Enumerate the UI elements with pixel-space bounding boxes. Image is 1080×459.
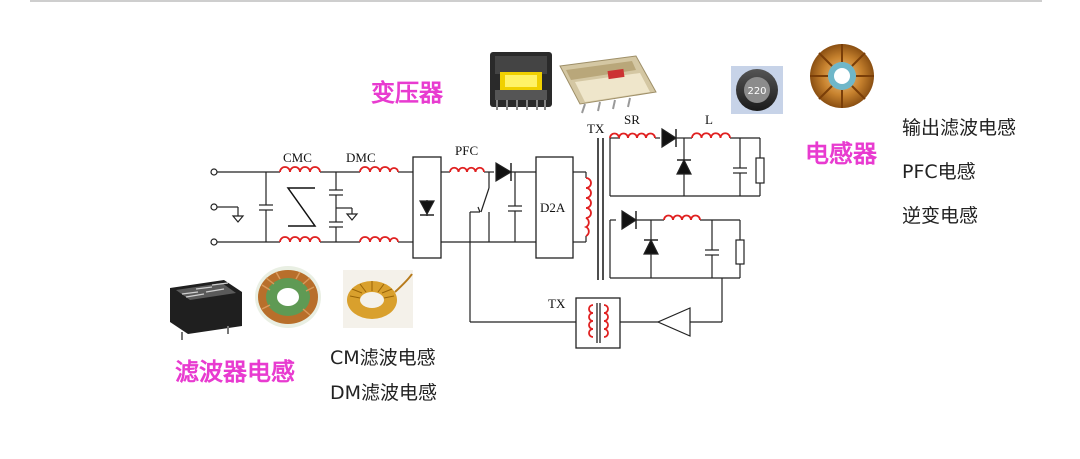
- dmc-top-coil: [359, 166, 399, 173]
- fb-tx-primary-coil: [588, 304, 594, 338]
- toroid-yellow-photo: [343, 270, 413, 328]
- lower-output-coil: [663, 214, 701, 221]
- toroid-green-photo: [255, 266, 321, 328]
- svg-text:220: 220: [747, 86, 766, 97]
- pfc-coil: [449, 166, 485, 173]
- dmc-label: DMC: [346, 150, 376, 165]
- dmc-bottom-coil: [359, 236, 399, 243]
- pfc-label: PFC: [455, 143, 478, 158]
- tx-main-label: TX: [587, 121, 605, 136]
- fb-tx-secondary-coil: [603, 304, 609, 338]
- cm-choke-photo: [170, 280, 242, 340]
- pfc-inductor-label: PFC电感: [902, 161, 976, 183]
- transformer-title: 变压器: [371, 79, 443, 107]
- cmc-label: CMC: [283, 150, 312, 165]
- toroid-photo: [810, 44, 874, 108]
- cmc-bottom-coil: [279, 236, 321, 243]
- cmc-top-coil: [279, 166, 321, 173]
- transformer-photo-2: [559, 55, 657, 114]
- inductor-coils: [279, 132, 731, 338]
- l-label: L: [705, 112, 713, 127]
- sr-label: SR: [624, 112, 640, 127]
- smd-inductor-photo: 220: [731, 66, 783, 114]
- output-filter-label: 输出滤波电感: [902, 117, 1017, 139]
- tx-primary-coil: [583, 177, 592, 237]
- transformer-photo: [490, 52, 552, 110]
- wiring: [210, 127, 765, 349]
- d2a-label: D2A: [540, 200, 566, 215]
- output-l-coil: [691, 132, 731, 139]
- filter-inductor-title: 滤波器电感: [175, 358, 295, 386]
- inverter-inductor-label: 逆变电感: [902, 205, 979, 227]
- tx-feedback-label: TX: [548, 296, 566, 311]
- cm-filter-label: CM滤波电感: [330, 347, 436, 369]
- dm-filter-label: DM滤波电感: [330, 382, 438, 404]
- inductor-title: 电感器: [805, 140, 877, 168]
- tx-secondary-upper-coil: [609, 132, 656, 139]
